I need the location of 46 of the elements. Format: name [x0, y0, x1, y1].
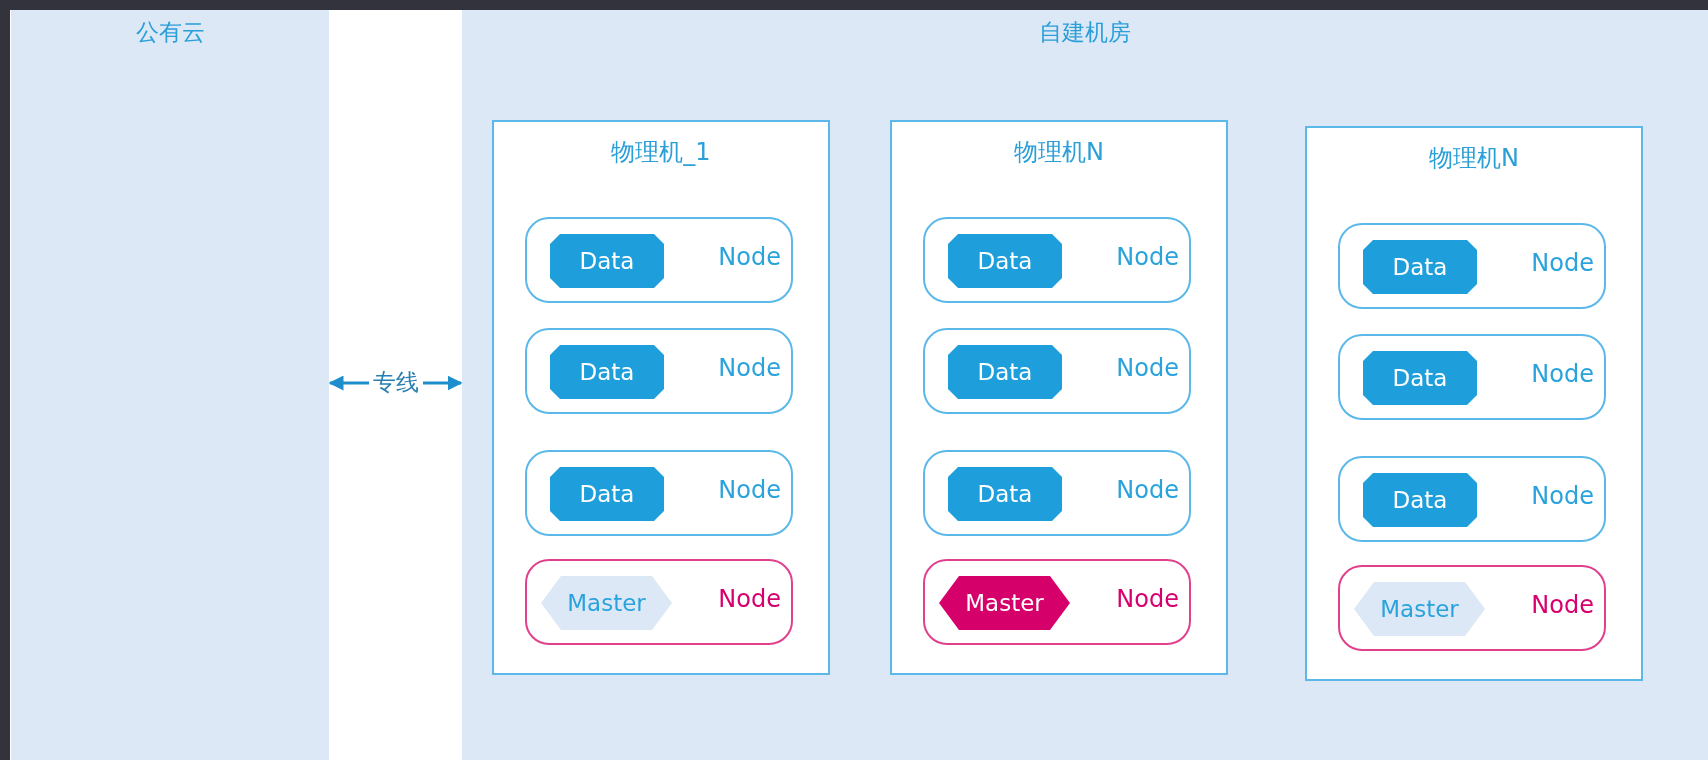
octagon-tag: Data [550, 234, 664, 288]
node-pill [525, 328, 793, 414]
node-label: Node [1531, 482, 1594, 510]
machine-title: 物理机_1 [611, 137, 711, 168]
hexagon-tag: Master [939, 576, 1070, 630]
hexagon-tag: Master [1354, 582, 1485, 636]
hexagon-tag: Master [541, 576, 672, 630]
node-label: Node [718, 476, 781, 504]
node-pill [525, 217, 793, 303]
machine-box [492, 120, 830, 675]
node-pill [525, 450, 793, 536]
node-pill [923, 217, 1191, 303]
node-pill [1338, 565, 1606, 651]
machine-title: 物理机N [1429, 143, 1519, 174]
node-pill [525, 559, 793, 645]
machine-box [1305, 126, 1643, 681]
node-label: Node [1531, 591, 1594, 619]
node-label: Node [718, 585, 781, 613]
node-pill [923, 328, 1191, 414]
machine-title: 物理机N [1014, 137, 1104, 168]
region-panel [462, 10, 1708, 760]
octagon-tag: Data [948, 467, 1062, 521]
panel-title: 公有云 [135, 18, 205, 47]
node-pill [923, 559, 1191, 645]
octagon-tag: Data [1363, 473, 1477, 527]
octagon-tag: Data [1363, 351, 1477, 405]
node-pill [1338, 334, 1606, 420]
machine-box [890, 120, 1228, 675]
node-label: Node [1116, 476, 1179, 504]
node-label: Node [1116, 585, 1179, 613]
node-label: Node [1116, 354, 1179, 382]
node-label: Node [718, 354, 781, 382]
octagon-tag: Data [550, 467, 664, 521]
node-pill [1338, 456, 1606, 542]
node-pill [1338, 223, 1606, 309]
node-label: Node [1531, 360, 1594, 388]
panel-title: 自建机房 [1039, 18, 1131, 47]
node-label: Node [1116, 243, 1179, 271]
octagon-tag: Data [948, 345, 1062, 399]
node-label: Node [718, 243, 781, 271]
region-panel [11, 10, 329, 760]
node-pill [923, 450, 1191, 536]
octagon-tag: Data [1363, 240, 1477, 294]
octagon-tag: Data [550, 345, 664, 399]
node-label: Node [1531, 249, 1594, 277]
octagon-tag: Data [948, 234, 1062, 288]
